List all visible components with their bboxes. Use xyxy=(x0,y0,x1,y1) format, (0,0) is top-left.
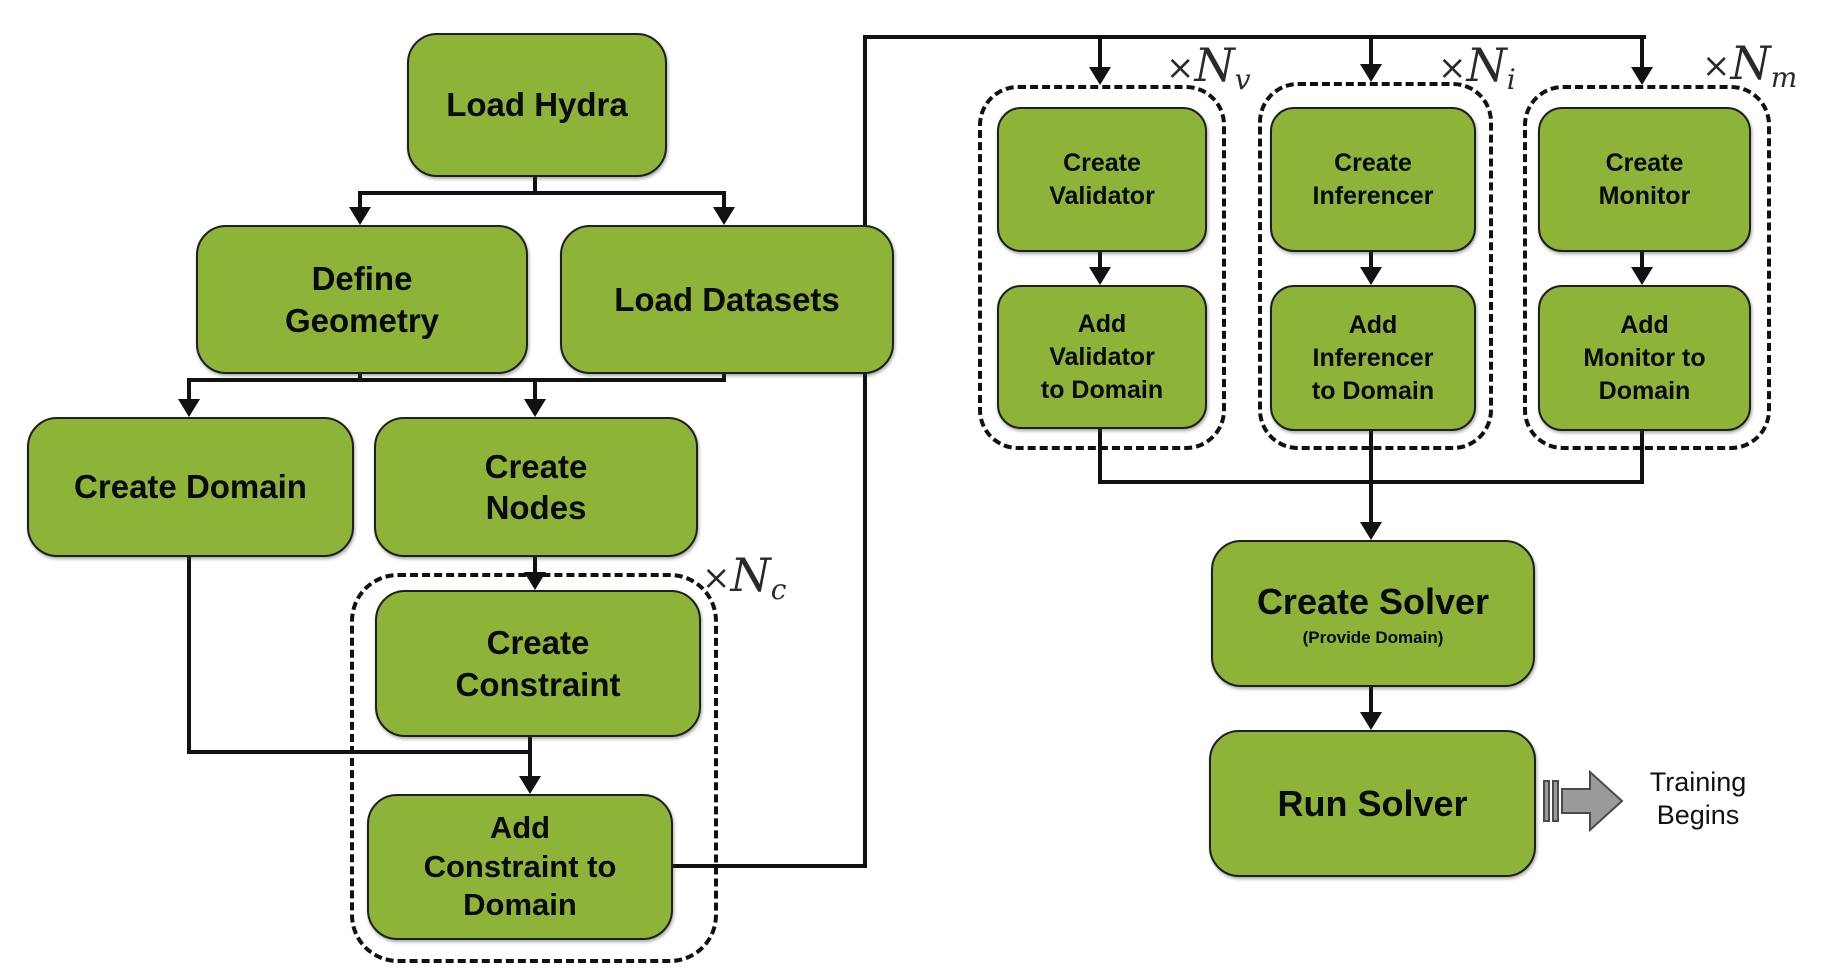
connector-monitor-down xyxy=(1640,427,1644,484)
node-create-domain: Create Domain xyxy=(27,417,354,557)
node-add-constraint-to-domain: Add Constraint to Domain xyxy=(367,794,673,940)
node-create-solver: Create Solver (Provide Domain) xyxy=(1211,540,1535,687)
connector-to-nodes xyxy=(533,378,537,399)
arrowhead xyxy=(178,399,200,417)
arrowhead xyxy=(1631,267,1653,285)
node-create-inferencer: Create Inferencer xyxy=(1270,107,1476,252)
arrowhead xyxy=(1089,67,1111,85)
loop-label-validator: ×Nv xyxy=(1166,38,1251,96)
connector-validator-down xyxy=(1098,425,1102,484)
arrowhead xyxy=(524,399,546,417)
node-create-nodes: Create Nodes xyxy=(374,417,698,557)
connector-split1 xyxy=(358,191,726,195)
connector-split2 xyxy=(187,378,726,382)
connector-monitor-add xyxy=(1640,248,1644,267)
node-add-inferencer-to-domain: Add Inferencer to Domain xyxy=(1270,285,1476,431)
arrowhead xyxy=(1360,64,1382,82)
connector-solver-run xyxy=(1369,683,1373,712)
connector-to-domain xyxy=(187,378,191,399)
node-create-constraint: Create Constraint xyxy=(375,590,701,737)
block-arrow-icon xyxy=(1543,769,1624,833)
training-begins-label: Training Begins xyxy=(1649,767,1747,830)
arrowhead xyxy=(713,207,735,225)
connector-inferencer-add xyxy=(1369,248,1373,267)
loop-label-inferencer: ×Ni xyxy=(1438,38,1516,96)
arrowhead xyxy=(1631,67,1653,85)
loop-label-monitor: ×Nm xyxy=(1702,36,1798,94)
connector-to-validator-group xyxy=(1098,35,1102,67)
connector-to-geometry xyxy=(358,191,362,207)
node-load-datasets: Load Datasets xyxy=(560,225,894,374)
arrowhead xyxy=(519,776,541,794)
arrowhead xyxy=(349,207,371,225)
connector-domain-down xyxy=(187,553,191,754)
node-load-hydra: Load Hydra xyxy=(407,33,667,177)
loop-label-constraint: ×Nc xyxy=(702,548,787,606)
connector-datasets-stub xyxy=(722,370,726,382)
connector-domain-right xyxy=(187,750,532,754)
connector-riser xyxy=(863,35,867,868)
arrowhead xyxy=(1360,267,1382,285)
connector-to-solver xyxy=(1369,427,1373,522)
connector-addconstraint-out xyxy=(669,864,867,868)
connector-validator-add xyxy=(1098,248,1102,267)
connector-to-inferencer-group xyxy=(1369,35,1373,64)
node-add-monitor-to-domain: Add Monitor to Domain xyxy=(1538,285,1751,431)
connector-top-bus xyxy=(863,35,1646,39)
arrowhead xyxy=(1089,267,1111,285)
constraint-loop-group xyxy=(350,573,718,963)
connector-nodes-to-constraint xyxy=(533,553,537,572)
connector-constraint-down xyxy=(528,733,532,776)
node-define-geometry: Define Geometry xyxy=(196,225,528,374)
arrowhead xyxy=(1360,712,1382,730)
connector-loadhydra-stub xyxy=(533,173,537,195)
node-create-validator: Create Validator xyxy=(997,107,1207,252)
monitor-loop-group xyxy=(1523,85,1771,450)
connector-to-monitor-group xyxy=(1640,35,1644,67)
connector-to-datasets xyxy=(722,191,726,207)
arrowhead xyxy=(1360,522,1382,540)
validator-loop-group xyxy=(978,85,1226,450)
node-add-validator-to-domain: Add Validator to Domain xyxy=(997,285,1207,429)
connector-geometry-stub xyxy=(358,370,362,382)
node-create-monitor: Create Monitor xyxy=(1538,107,1751,252)
inferencer-loop-group xyxy=(1258,82,1493,450)
node-run-solver: Run Solver xyxy=(1209,730,1536,877)
